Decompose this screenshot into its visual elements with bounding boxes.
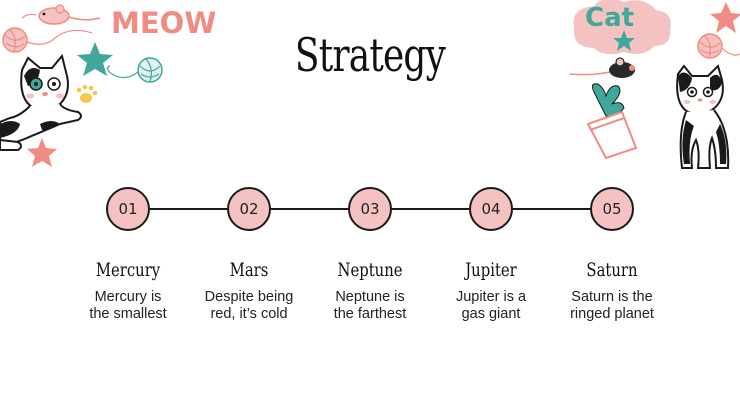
step-description-line: ringed planet bbox=[570, 306, 654, 322]
step-description-line: Neptune is bbox=[335, 289, 405, 305]
step-title: Mars bbox=[229, 259, 269, 281]
yarn-ball-teal-icon bbox=[106, 57, 163, 83]
step-number-badge: 01 bbox=[106, 187, 150, 231]
page-title: Strategy bbox=[294, 28, 446, 82]
step-description-line: red, it’s cold bbox=[210, 306, 288, 322]
mouse-icon bbox=[569, 57, 635, 78]
timeline-step-2: 02 Mars Despite being red, it’s cold bbox=[189, 187, 309, 323]
step-description: Mercury is the smallest bbox=[68, 289, 188, 323]
step-number-badge: 02 bbox=[227, 187, 271, 231]
star-teal-icon bbox=[613, 30, 635, 51]
timeline-step-3: 03 Neptune Neptune is the farthest bbox=[310, 187, 430, 323]
timeline-step-1: 01 Mercury Mercury is the smallest bbox=[68, 187, 188, 323]
step-description-line: Mercury is bbox=[94, 289, 162, 305]
cat-illustration-icon bbox=[0, 53, 82, 151]
step-title: Neptune bbox=[337, 259, 403, 281]
step-number-badge: 04 bbox=[469, 187, 513, 231]
step-description-line: the smallest bbox=[89, 306, 167, 322]
step-description-line: Saturn is the bbox=[571, 289, 653, 305]
decor-right: Cat bbox=[569, 0, 740, 169]
yarn-ball-icon bbox=[2, 27, 93, 53]
step-description: Despite being red, it’s cold bbox=[189, 289, 309, 323]
potted-plant-icon bbox=[586, 83, 638, 160]
yarn-ball-icon bbox=[697, 33, 740, 59]
step-description-line: gas giant bbox=[461, 306, 521, 322]
step-number-badge: 05 bbox=[590, 187, 634, 231]
cloud-icon bbox=[573, 0, 671, 55]
step-title: Mercury bbox=[95, 259, 161, 281]
step-description: Jupiter is a gas giant bbox=[431, 289, 551, 323]
step-number-badge: 03 bbox=[348, 187, 392, 231]
mouse-icon bbox=[21, 4, 101, 25]
step-description-line: Jupiter is a bbox=[455, 289, 527, 305]
star-icon bbox=[77, 42, 113, 76]
meow-text: MEOW bbox=[111, 6, 215, 40]
star-pink-icon bbox=[710, 2, 740, 33]
step-title: Jupiter bbox=[465, 259, 517, 281]
step-description: Neptune is the farthest bbox=[310, 289, 430, 323]
paw-print-icon bbox=[76, 84, 98, 103]
timeline-step-4: 04 Jupiter Jupiter is a gas giant bbox=[431, 187, 551, 323]
step-description-line: the farthest bbox=[333, 306, 407, 322]
star-pink-icon bbox=[27, 138, 57, 167]
step-title: Saturn bbox=[586, 259, 638, 281]
decor-left: MEOW bbox=[0, 4, 215, 167]
cat-illustration-icon bbox=[676, 64, 730, 169]
cat-text: Cat bbox=[585, 3, 634, 33]
timeline-step-5: 05 Saturn Saturn is the ringed planet bbox=[552, 187, 672, 323]
step-description-line: Despite being bbox=[204, 289, 294, 305]
step-description: Saturn is the ringed planet bbox=[552, 289, 672, 323]
